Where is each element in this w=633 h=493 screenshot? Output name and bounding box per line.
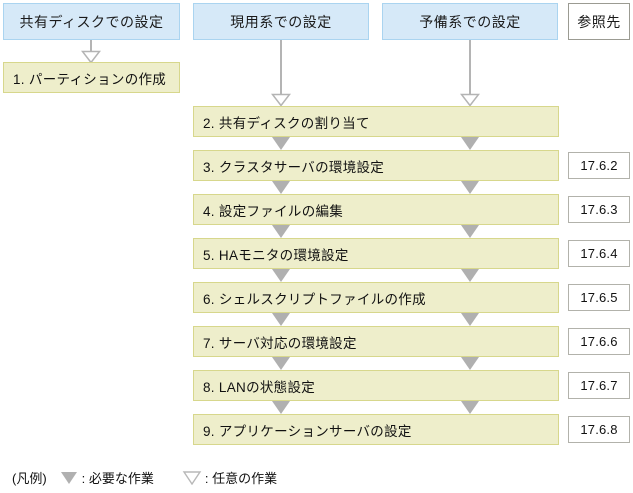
reference-label: 17.6.4 [580,246,618,261]
filled-triangle-down-icon [461,181,479,194]
step-label: 5. HAモニタの環境設定 [203,247,349,263]
filled-triangle-down-icon [272,137,290,150]
column-header-active-system: 現用系での設定 [193,3,369,40]
hollow-triangle-down-icon [271,93,291,107]
step-box-7: 7. サーバ対応の環境設定 [193,326,559,357]
step-box-9: 9. アプリケーションサーバの設定 [193,414,559,445]
reference-cell-6[interactable]: 17.6.5 [568,284,630,311]
reference-cell-5[interactable]: 17.6.4 [568,240,630,267]
step-box-5: 5. HAモニタの環境設定 [193,238,559,269]
step-label: 6. シェルスクリプトファイルの作成 [203,291,426,307]
column-header-label: 共有ディスクでの設定 [19,13,164,30]
filled-triangle-down-icon [272,357,290,370]
filled-triangle-down-icon [272,181,290,194]
legend-required-label: : 必要な作業 [81,471,154,486]
reference-cell-4[interactable]: 17.6.3 [568,196,630,223]
connector-stem-active-system [280,40,282,96]
column-header-label: 現用系での設定 [230,13,332,30]
hollow-triangle-down-icon [182,471,202,485]
step-label: 1. パーティションの作成 [13,71,167,87]
legend: (凡例) : 必要な作業 : 任意の作業 [12,468,277,487]
hollow-triangle-down-icon [81,50,101,64]
step-label: 8. LANの状態設定 [203,379,316,395]
reference-label: 17.6.6 [580,334,618,349]
reference-label: 17.6.7 [580,378,618,393]
step-label: 3. クラスタサーバの環境設定 [203,159,385,175]
filled-triangle-down-icon [272,225,290,238]
filled-triangle-down-icon [461,269,479,282]
filled-triangle-down-icon [461,401,479,414]
column-header-label: 参照先 [577,13,621,30]
reference-cell-8[interactable]: 17.6.7 [568,372,630,399]
legend-optional-label: : 任意の作業 [204,471,278,486]
step-box-6: 6. シェルスクリプトファイルの作成 [193,282,559,313]
step-box-4: 4. 設定ファイルの編集 [193,194,559,225]
connector-stem-standby-system [469,40,471,96]
step-box-3: 3. クラスタサーバの環境設定 [193,150,559,181]
reference-label: 17.6.5 [580,290,618,305]
filled-triangle-down-icon [461,357,479,370]
step-box-2: 2. 共有ディスクの割り当て [193,106,559,137]
filled-triangle-down-icon [60,472,77,484]
hollow-triangle-down-icon [460,93,480,107]
step-label: 4. 設定ファイルの編集 [203,203,344,219]
legend-title: (凡例) [12,471,47,486]
step-box-1: 1. パーティションの作成 [3,62,180,93]
column-header-reference: 参照先 [568,3,630,40]
reference-cell-3[interactable]: 17.6.2 [568,152,630,179]
reference-cell-7[interactable]: 17.6.6 [568,328,630,355]
column-header-label: 予備系での設定 [419,13,521,30]
step-label: 9. アプリケーションサーバの設定 [203,423,412,439]
filled-triangle-down-icon [272,269,290,282]
reference-label: 17.6.2 [580,158,618,173]
reference-label: 17.6.3 [580,202,618,217]
step-label: 2. 共有ディスクの割り当て [203,115,370,131]
reference-label: 17.6.8 [580,422,618,437]
reference-cell-9[interactable]: 17.6.8 [568,416,630,443]
filled-triangle-down-icon [461,313,479,326]
connector-stem-shared-disk [90,40,92,53]
filled-triangle-down-icon [461,137,479,150]
step-label: 7. サーバ対応の環境設定 [203,335,357,351]
column-header-standby-system: 予備系での設定 [382,3,558,40]
filled-triangle-down-icon [272,313,290,326]
filled-triangle-down-icon [272,401,290,414]
step-box-8: 8. LANの状態設定 [193,370,559,401]
filled-triangle-down-icon [461,225,479,238]
column-header-shared-disk: 共有ディスクでの設定 [3,3,180,40]
